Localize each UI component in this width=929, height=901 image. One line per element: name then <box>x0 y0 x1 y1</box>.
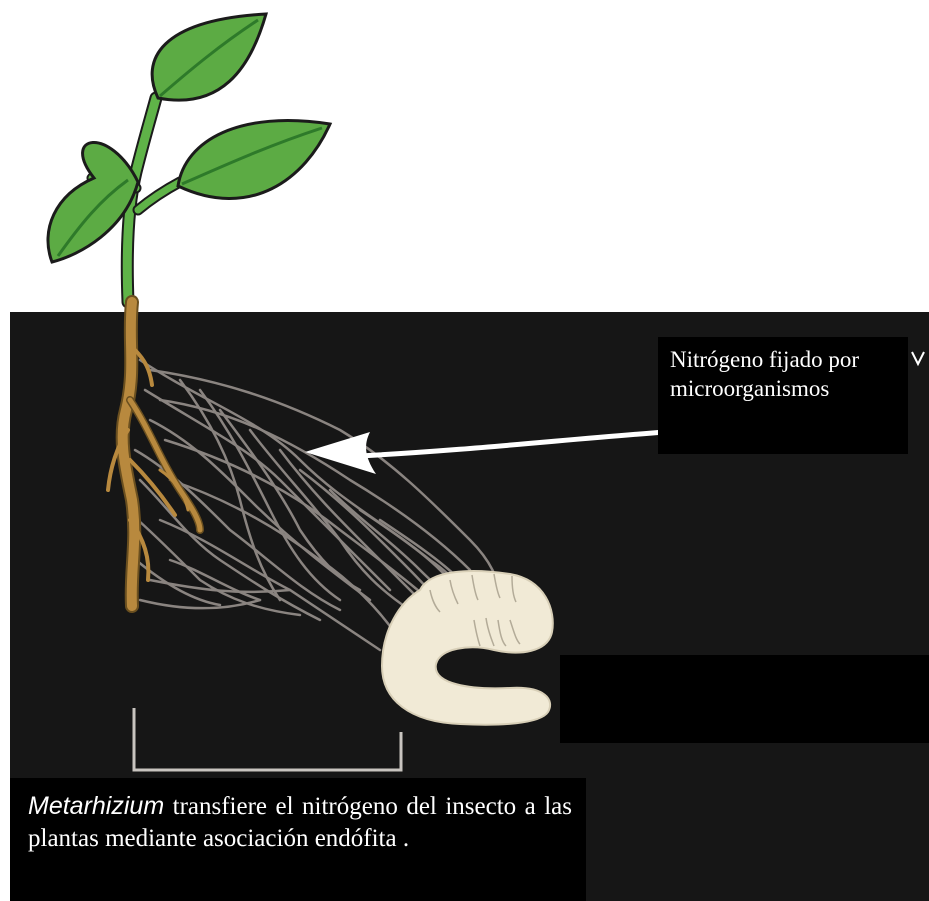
genus-name: Metarhizium <box>28 792 164 820</box>
plant-icon <box>48 14 330 302</box>
metarhizium-description: Metarhizium transfiere el nitrógeno del … <box>10 778 586 901</box>
nitrogen-fixed-text: Nitrógeno fijado por microorganismos <box>670 347 859 401</box>
nitrogen-fixed-label: Nitrógeno fijado por microorganismos <box>658 337 908 454</box>
black-box <box>560 655 929 743</box>
